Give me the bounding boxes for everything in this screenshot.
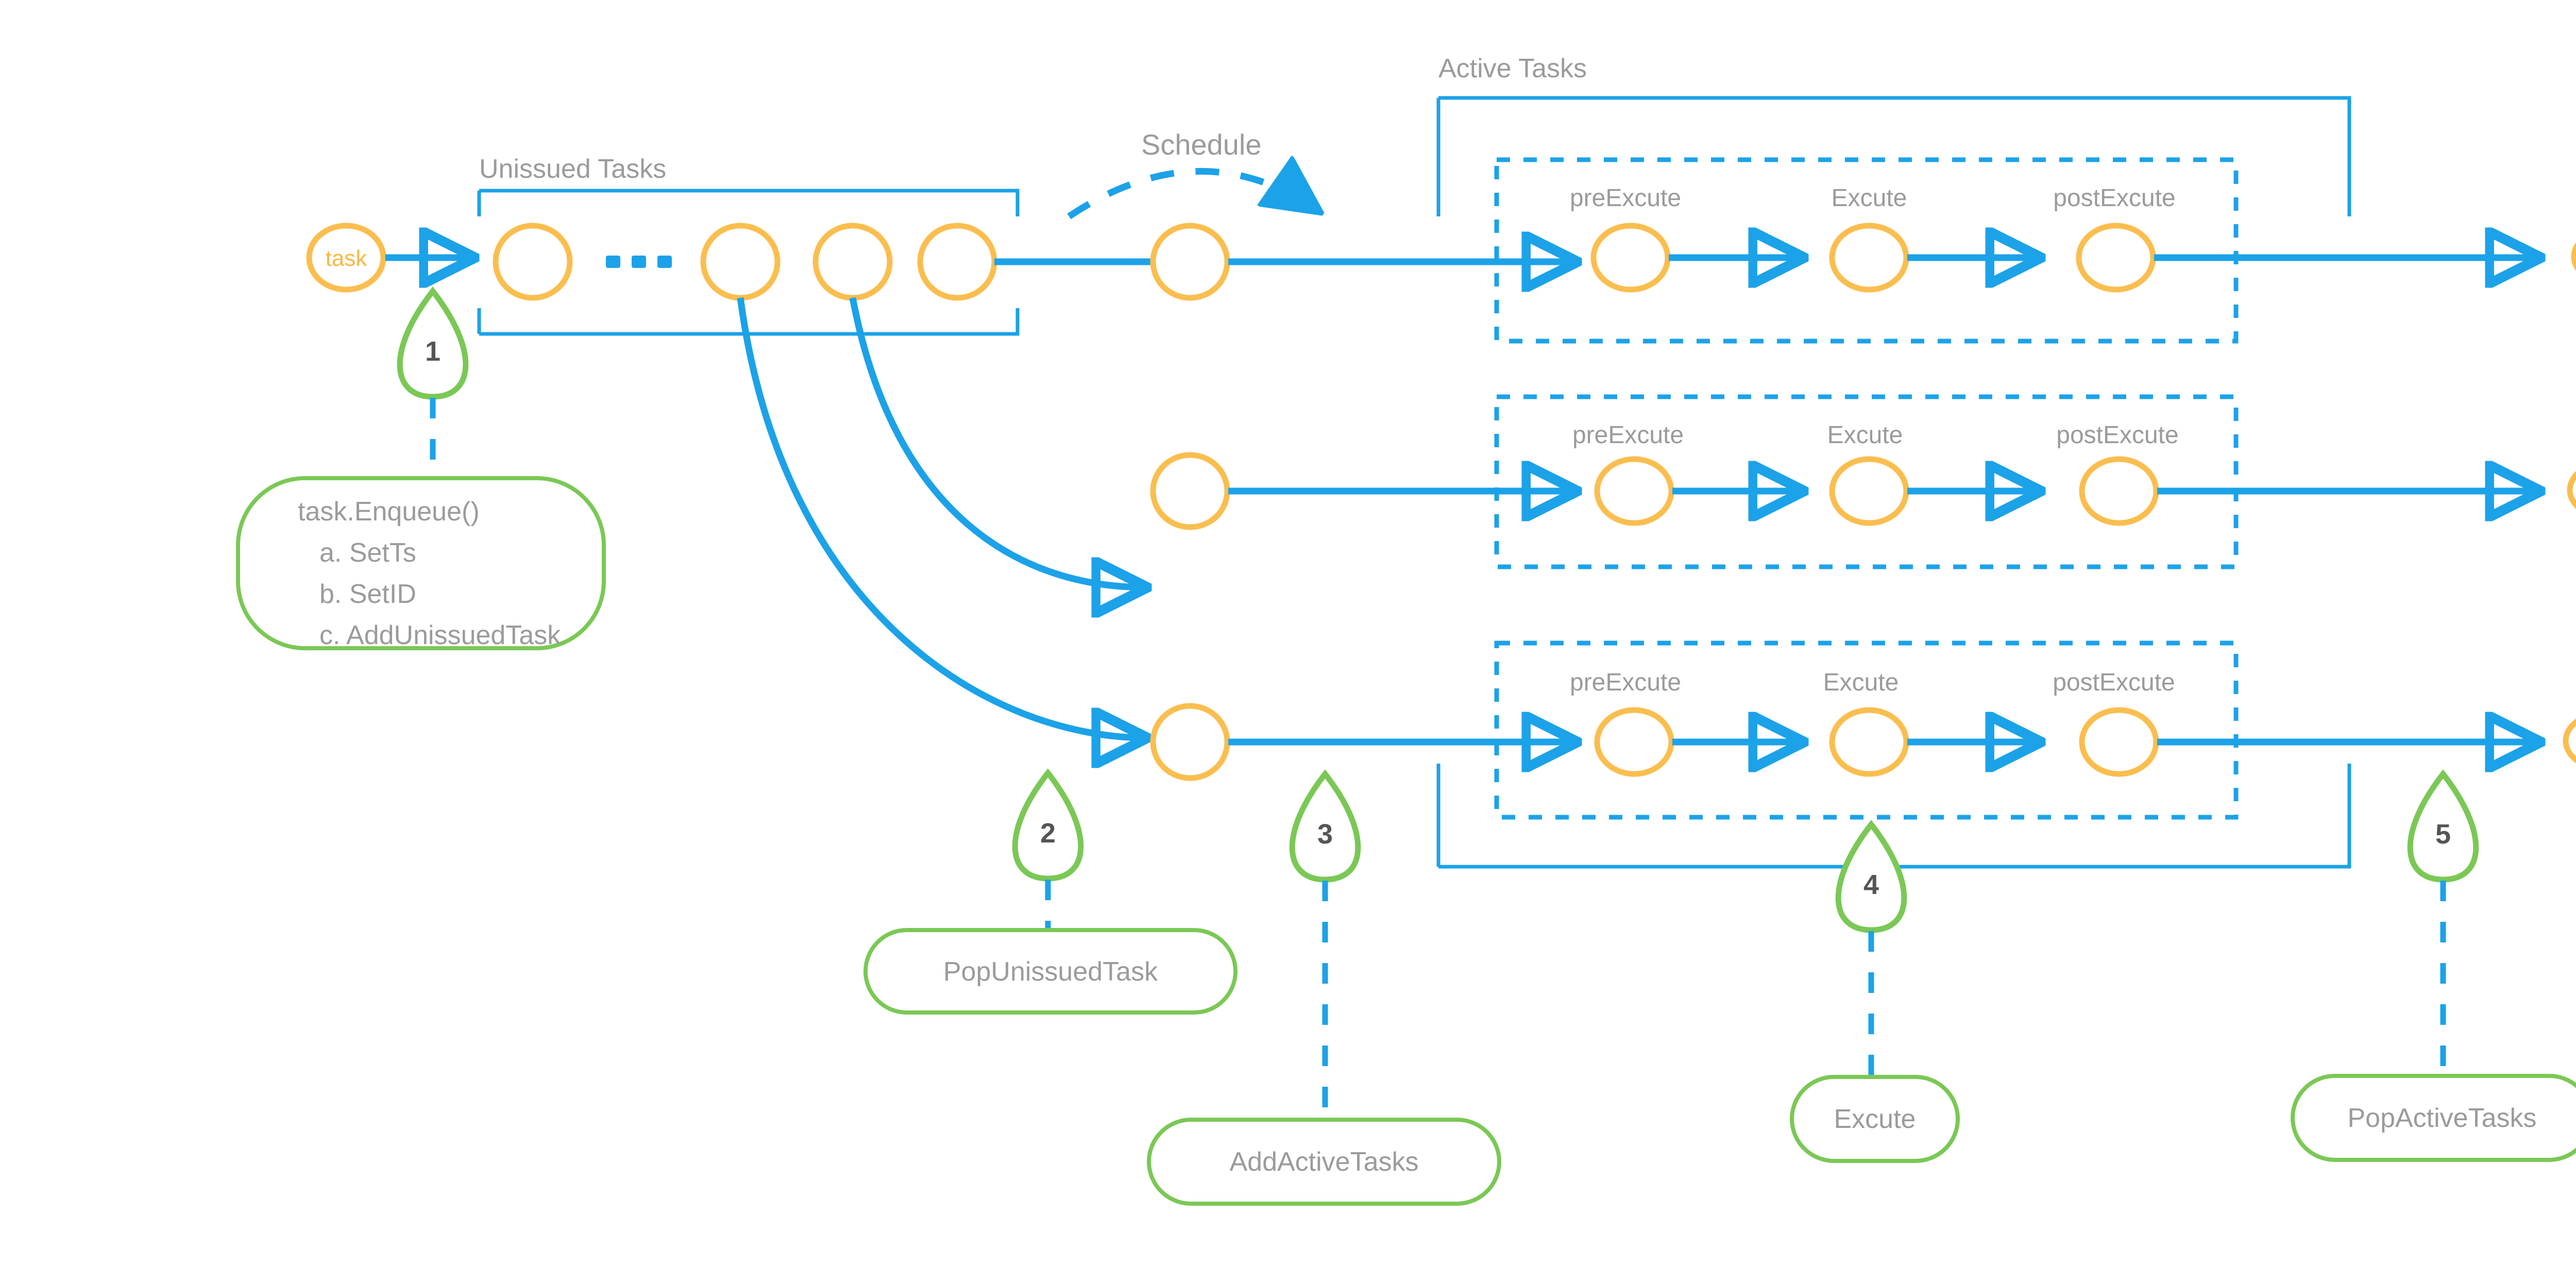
row3-postexcute-node[interactable]	[2079, 707, 2159, 777]
row1-phase-box	[1494, 157, 2239, 344]
row-2: preExcute Excute postExcute	[1150, 394, 2576, 569]
row2-excute-node[interactable]	[1829, 456, 1909, 526]
badge-5-marker[interactable]	[2407, 769, 2479, 883]
badge-2-group: 2	[1012, 768, 1084, 958]
row3-exit-node[interactable]	[2563, 712, 2576, 770]
add-active-callout[interactable]: AddActiveTasks	[1147, 1118, 1501, 1206]
enqueue-callout-title: task.Enqueue()	[298, 497, 480, 527]
badge-5-number: 5	[2435, 819, 2451, 850]
active-tasks-label: Active Tasks	[1438, 54, 1587, 83]
source-task-node[interactable]: task	[306, 223, 386, 293]
row2-postexcute-node[interactable]	[2079, 456, 2159, 526]
badge-4-marker[interactable]	[1835, 820, 1907, 933]
add-active-callout-box	[1147, 1118, 1501, 1206]
enqueue-callout[interactable]: task.Enqueue() a. SetTs b. SetID c. AddU…	[236, 476, 606, 650]
enqueue-step-b: b. SetID	[319, 579, 416, 609]
badge-1-group: 1	[397, 286, 469, 479]
row2-excute-label: Excute	[1827, 421, 1903, 449]
edge-queue-to-row3	[737, 297, 1146, 738]
pop-unissued-callout-box	[863, 928, 1238, 1015]
pop-active-callout[interactable]: PopActiveTasks	[2291, 1074, 2576, 1162]
schedule-label: Schedule	[1141, 128, 1262, 161]
excute-callout[interactable]: Excute	[1790, 1075, 1960, 1163]
unissued-tasks-bracket	[477, 189, 1020, 336]
edge-queue-to-row2	[849, 297, 1146, 587]
badge-2-number: 2	[1040, 818, 1056, 849]
schedule-arc-arrow	[1067, 171, 1319, 220]
row2-preexcute-label: preExcute	[1572, 421, 1684, 449]
active-tasks-bracket	[1436, 96, 2351, 869]
badge-1-number: 1	[425, 336, 440, 367]
row3-entry-node[interactable]	[1150, 703, 1230, 781]
badge-4-number: 4	[1863, 869, 1879, 900]
pop-active-callout-box	[2291, 1074, 2576, 1162]
source-task-label: task	[326, 246, 368, 271]
queue-node-2[interactable]	[700, 223, 781, 301]
row3-preexcute-node[interactable]	[1594, 707, 1674, 777]
enqueue-step-a: a. SetTs	[319, 538, 416, 568]
unissued-tasks-label: Unissued Tasks	[479, 154, 666, 184]
row2-entry-node[interactable]	[1150, 452, 1230, 530]
badge-4-group: 4	[1835, 820, 1907, 1079]
row1-preexcute-node[interactable]	[1590, 223, 1671, 293]
pop-unissued-callout[interactable]: PopUnissuedTask	[863, 928, 1238, 1015]
row3-excute-node[interactable]	[1829, 707, 1909, 777]
row3-preexcute-label: preExcute	[1570, 669, 1681, 696]
badge-2-marker[interactable]	[1012, 768, 1084, 882]
row1-exit-node[interactable]	[2571, 228, 2576, 285]
queue-ellipsis-icon	[606, 256, 672, 268]
enqueue-step-c: c. AddUnissuedTask	[319, 620, 561, 650]
row3-postexcute-label: postExcute	[2053, 669, 2175, 696]
badge-3-marker[interactable]	[1289, 769, 1361, 883]
row1-preexcute-label: preExcute	[1570, 184, 1681, 212]
add-active-callout-label: AddActiveTasks	[1229, 1147, 1418, 1177]
excute-callout-label: Excute	[1834, 1104, 1916, 1134]
pop-active-callout-label: PopActiveTasks	[2347, 1103, 2536, 1133]
row1-excute-label: Excute	[1832, 184, 1907, 212]
badge-3-number: 3	[1317, 819, 1333, 850]
row3-excute-label: Excute	[1823, 669, 1899, 696]
row2-exit-node[interactable]	[2567, 461, 2576, 519]
pop-unissued-callout-label: PopUnissuedTask	[943, 957, 1158, 987]
excute-callout-box	[1790, 1075, 1960, 1163]
badge-5-group: 5	[2407, 769, 2479, 1077]
queue-node-3[interactable]	[812, 223, 893, 301]
badge-3-group: 3	[1289, 769, 1361, 1121]
queue-node-1[interactable]	[493, 223, 573, 301]
row1-excute-node[interactable]	[1829, 223, 1909, 293]
unissued-queue-nodes	[493, 223, 997, 301]
row-3: preExcute Excute postExcute	[1150, 640, 2576, 820]
row1-postexcute-label: postExcute	[2053, 184, 2175, 212]
row1-postexcute-node[interactable]	[2076, 223, 2156, 293]
row2-preexcute-node[interactable]	[1594, 456, 1674, 526]
row1-entry-node[interactable]	[1150, 223, 1230, 301]
enqueue-callout-box	[236, 476, 606, 650]
queue-node-4[interactable]	[917, 223, 997, 301]
row2-postexcute-label: postExcute	[2056, 421, 2178, 449]
badge-1-marker[interactable]	[397, 286, 469, 400]
row-1: preExcute Excute postExcute	[1150, 157, 2576, 344]
